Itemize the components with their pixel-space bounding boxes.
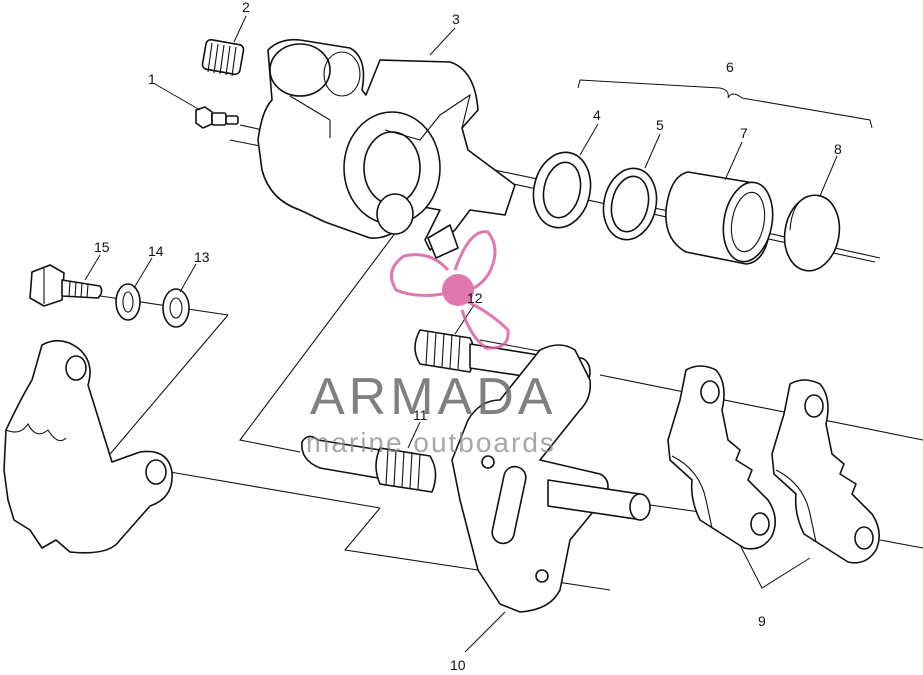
part-4-seal: [532, 151, 592, 229]
part-1-bleed-screw: [195, 106, 239, 129]
part-15-hex-bolt: [29, 264, 103, 307]
watermark-brand: ARMADA: [310, 368, 556, 426]
callout-10: 10: [450, 657, 466, 673]
part-8-cap: [783, 194, 841, 272]
mounting-arm: [3, 339, 173, 554]
part-9-brake-pads: [667, 365, 880, 564]
part-7-piston: [665, 171, 774, 265]
callout-4: 4: [593, 107, 601, 123]
callout-labels: 1 2 3 4 5 6 7 8 9 10 11 12 13 14 15: [94, 0, 842, 673]
callout-6: 6: [726, 59, 734, 75]
part-11-slide-pin: [301, 435, 437, 493]
part-6-bracket: [577, 79, 873, 129]
callout-11: 11: [413, 407, 428, 423]
callout-15: 15: [94, 239, 110, 255]
callout-5: 5: [656, 117, 664, 133]
watermark-propeller-logo: [390, 230, 510, 350]
part-2-plug: [201, 38, 245, 77]
part-14-lock-washer: [115, 283, 141, 321]
part-10-bracket: [451, 344, 651, 613]
callout-3: 3: [452, 11, 460, 27]
callout-7: 7: [740, 125, 748, 141]
callout-13: 13: [194, 249, 210, 265]
callout-12: 12: [467, 290, 483, 306]
callout-14: 14: [148, 243, 164, 259]
part-13-washer: [162, 288, 190, 328]
watermark-tagline: marine outboards: [306, 427, 556, 458]
callout-8: 8: [834, 141, 842, 157]
callout-1: 1: [148, 71, 156, 87]
leader-lines: [84, 15, 838, 653]
part-5-seal: [602, 167, 658, 241]
callout-9: 9: [758, 613, 766, 629]
callout-2: 2: [242, 0, 250, 15]
part-3-caliper-body: [257, 38, 516, 259]
